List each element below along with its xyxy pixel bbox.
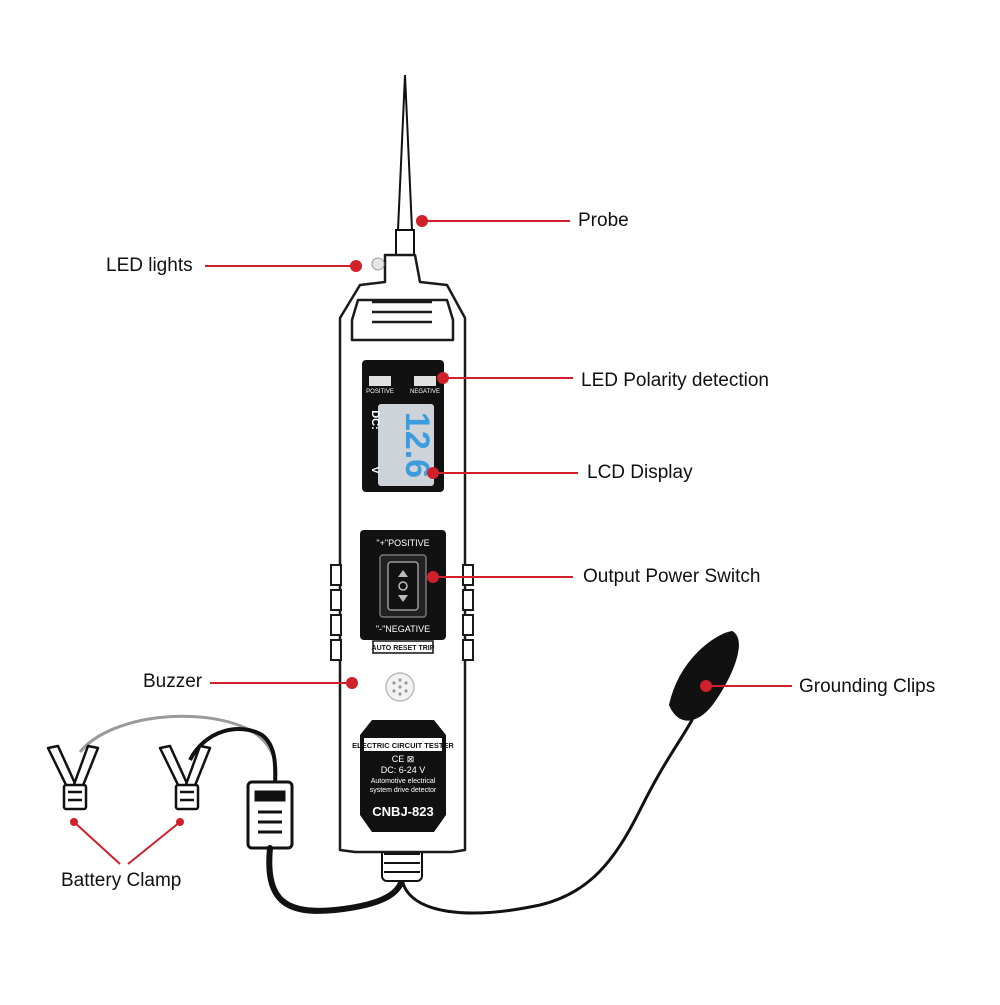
battery-clamp-right: [158, 744, 212, 811]
callout-dots: [70, 215, 712, 826]
probe-label: Probe: [578, 210, 629, 231]
label-title: ELECTRIC CIRCUIT TESTER: [352, 741, 454, 750]
led-polarity-dot: [437, 372, 449, 384]
grounding-clip: [668, 630, 739, 721]
buzzer-dot: [346, 677, 358, 689]
lcd-panel: POSITIVE NEGATIVE 12.6 DC: V: [362, 360, 444, 492]
label-desc-2: system drive detector: [370, 787, 437, 794]
led-polarity-label: LED Polarity detection: [581, 370, 769, 391]
switch-negative-label: "-"NEGATIVE: [376, 624, 430, 634]
grounding-dot: [700, 680, 712, 692]
side-grips: [330, 564, 474, 661]
battery-clamp-leader-left: [73, 821, 121, 865]
battery-plug: [246, 780, 294, 850]
switch-panel: "+"POSITIVE "-"NEGATIVE AUTO RESET TRIP: [360, 530, 446, 654]
battery-clamp-label: Battery Clamp: [61, 870, 182, 891]
battery-clamp-dot-left: [70, 818, 78, 826]
probe-dot: [416, 215, 428, 227]
main-cable: [266, 845, 405, 914]
lcd-reading: 12.6: [398, 412, 436, 478]
battery-clamp-left: [46, 744, 100, 811]
auto-reset-label: AUTO RESET TRIP: [372, 645, 435, 652]
battery-clamp-wire-black: [188, 727, 278, 786]
led-lights-dot: [350, 260, 362, 272]
buzzer-label: Buzzer: [143, 671, 203, 692]
positive-indicator-label: POSITIVE: [366, 389, 394, 395]
dc-label: DC:: [369, 410, 381, 430]
label-desc-1: Automotive electrical: [371, 778, 436, 785]
callout-lines: [73, 220, 792, 865]
lcd-display-label: LCD Display: [587, 462, 693, 483]
output-switch-dot: [427, 571, 439, 583]
grounding-clips-label: Grounding Clips: [799, 676, 936, 697]
negative-indicator-label: NEGATIVE: [410, 389, 440, 395]
v-label: V: [369, 466, 381, 474]
product-label: ELECTRIC CIRCUIT TESTER CE ⊠ DC: 6-24 V …: [352, 720, 454, 832]
led-light: [371, 257, 385, 271]
battery-clamp-leader-right: [127, 821, 181, 865]
label-range: DC: 6-24 V: [381, 765, 426, 775]
model-number: CNBJ-823: [372, 804, 433, 819]
label-marks: CE ⊠: [392, 754, 415, 764]
lcd-display-dot: [427, 467, 439, 479]
output-power-switch-label: Output Power Switch: [583, 566, 761, 587]
battery-clamp-dot-right: [176, 818, 184, 826]
switch-positive-label: "+"POSITIVE: [376, 538, 429, 548]
buzzer-grille: [385, 672, 415, 702]
ground-cable: [400, 718, 694, 915]
led-lights-label: LED lights: [106, 255, 193, 276]
probe-tip: [395, 74, 415, 261]
